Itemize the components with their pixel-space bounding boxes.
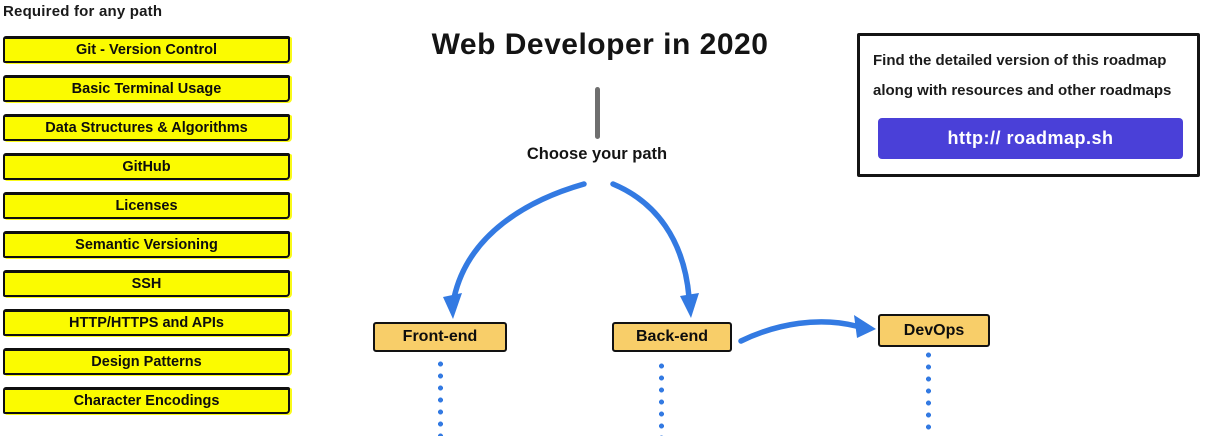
info-text-line1: Find the detailed version of this roadma… — [873, 52, 1167, 69]
page-title: Web Developer in 2020 — [431, 28, 769, 61]
title-stem-line — [595, 87, 600, 139]
arrow-to-backend — [610, 181, 699, 318]
info-box: Find the detailed version of this roadma… — [857, 33, 1200, 177]
topic-label: Semantic Versioning — [75, 237, 218, 253]
path-node-label: Front-end — [402, 328, 478, 345]
required-topic-box[interactable]: GitHub — [3, 153, 290, 180]
arrow-to-frontend — [443, 181, 587, 319]
topic-label: Character Encodings — [73, 393, 220, 409]
required-heading: Required for any path — [3, 3, 163, 20]
topic-label: Data Structures & Algorithms — [45, 120, 248, 136]
topic-label: GitHub — [122, 159, 171, 175]
topic-label: Design Patterns — [91, 354, 202, 370]
required-topic-box[interactable]: SSH — [3, 270, 290, 297]
required-topics-list: Git - Version Control Basic Terminal Usa… — [3, 36, 290, 414]
path-node-frontend[interactable]: Front-end — [373, 322, 507, 352]
choose-path-label: Choose your path — [526, 145, 668, 163]
path-node-backend[interactable]: Back-end — [612, 322, 732, 352]
path-node-label: DevOps — [903, 321, 965, 339]
topic-label: SSH — [131, 276, 162, 292]
dotted-line-devops — [926, 352, 931, 436]
required-topic-box[interactable]: Licenses — [3, 192, 290, 219]
required-topic-box[interactable]: Data Structures & Algorithms — [3, 114, 290, 141]
required-topic-box[interactable]: Git - Version Control — [3, 36, 290, 63]
topic-label: Basic Terminal Usage — [71, 81, 222, 97]
path-node-label: Back-end — [635, 328, 709, 345]
topic-label: HTTP/HTTPS and APIs — [69, 315, 224, 331]
required-topic-box[interactable]: Design Patterns — [3, 348, 290, 375]
dotted-line-backend — [659, 363, 664, 436]
topic-label: Licenses — [115, 198, 178, 214]
required-topic-box[interactable]: HTTP/HTTPS and APIs — [3, 309, 290, 336]
required-topic-box[interactable]: Basic Terminal Usage — [3, 75, 290, 102]
topic-label: Git - Version Control — [76, 42, 217, 58]
roadmap-url-button[interactable]: http:// roadmap.sh — [878, 118, 1183, 159]
required-topic-box[interactable]: Character Encodings — [3, 387, 290, 414]
dotted-line-frontend — [438, 361, 443, 436]
path-node-devops[interactable]: DevOps — [878, 314, 990, 347]
required-topic-box[interactable]: Semantic Versioning — [3, 231, 290, 258]
info-text-line2: along with resources and other roadmaps — [873, 82, 1172, 99]
arrow-backend-to-devops — [738, 315, 876, 344]
